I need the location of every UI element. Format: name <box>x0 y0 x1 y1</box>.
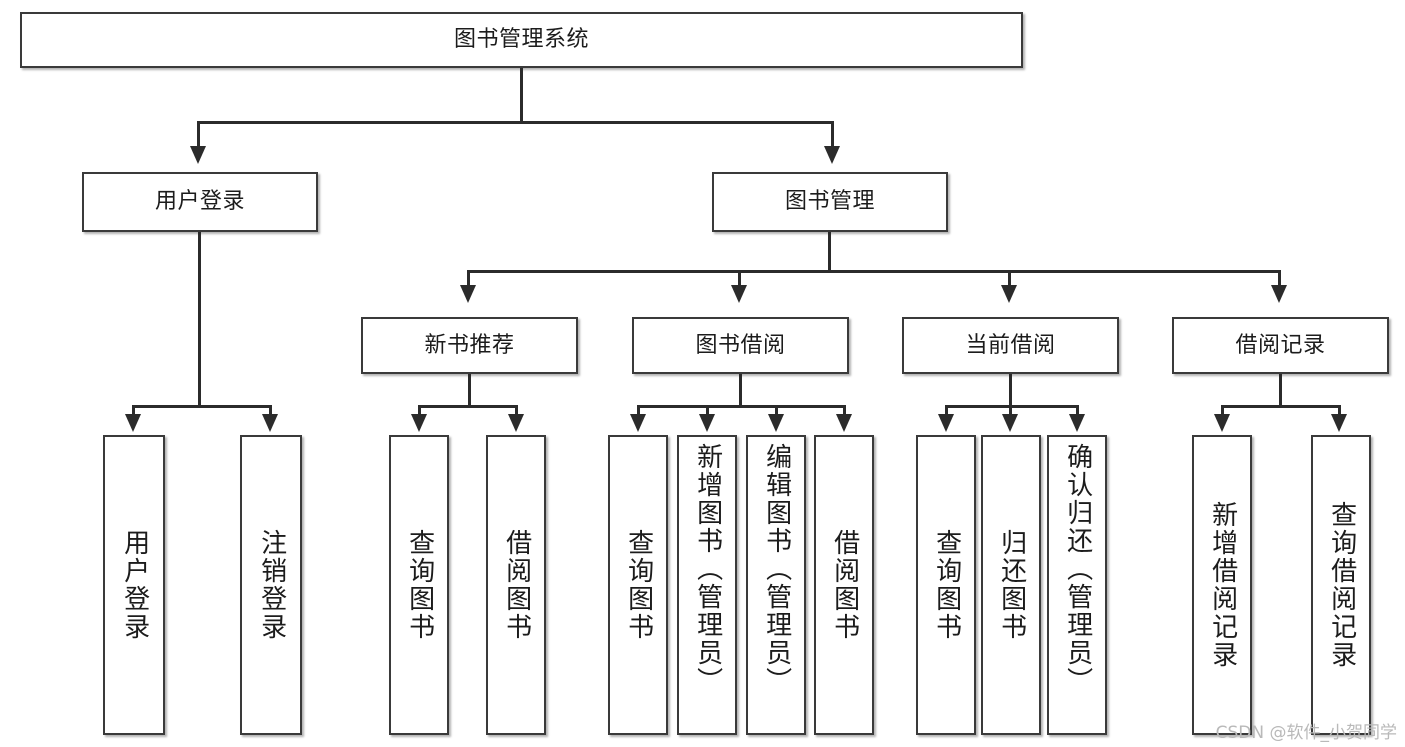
node-label: 新书推荐 <box>424 332 515 358</box>
connector-manage-to-newbook <box>467 270 470 286</box>
node-label: 查询借阅记录 <box>1326 501 1357 669</box>
node-label: 新增图书（管理员） <box>692 443 723 695</box>
connector-bookborrow-stem <box>739 374 742 405</box>
connector-login-to-leaf2 <box>269 405 272 415</box>
connector-currentborrow-to-leaf2 <box>1009 405 1012 415</box>
node-label: 借阅图书 <box>501 529 532 641</box>
arrow-bookborrow-to-leaf3 <box>768 414 784 432</box>
arrow-root-to-manage <box>824 146 840 164</box>
connector-borrowrecord-to-leaf2 <box>1338 405 1341 415</box>
connector-borrowrecord-stem <box>1279 374 1282 405</box>
connector-manage-to-record <box>1278 270 1281 286</box>
arrow-newbook-to-leaf1 <box>411 414 427 432</box>
arrow-borrowrecord-to-leaf2 <box>1331 414 1347 432</box>
connector-root-stem <box>520 68 523 121</box>
node-label: 借阅图书 <box>829 529 860 641</box>
leaf-user-login[interactable]: 用户登录 <box>103 435 165 735</box>
arrow-manage-to-record <box>1271 285 1287 303</box>
arrow-borrowrecord-to-leaf1 <box>1214 414 1230 432</box>
connector-bookborrow-to-leaf3 <box>775 405 778 415</box>
connector-manage-to-current <box>1008 270 1011 286</box>
node-label: 查询图书 <box>623 529 654 641</box>
leaf-newbook-borrow-book[interactable]: 借阅图书 <box>486 435 546 735</box>
leaf-currentborrow-query-book[interactable]: 查询图书 <box>916 435 976 735</box>
node-user-login[interactable]: 用户登录 <box>82 172 318 232</box>
connector-borrowrecord-to-leaf1 <box>1221 405 1224 415</box>
arrow-bookborrow-to-leaf1 <box>630 414 646 432</box>
connector-bookborrow-to-leaf4 <box>843 405 846 415</box>
node-label: 图书管理系统 <box>453 27 589 53</box>
connector-login-to-leaf1 <box>132 405 135 415</box>
connector-manage-stem <box>828 232 831 270</box>
node-label: 图书借阅 <box>695 332 786 358</box>
connector-currentborrow-to-leaf3 <box>1076 405 1079 415</box>
node-book-borrow[interactable]: 图书借阅 <box>632 317 849 374</box>
node-label: 编辑图书（管理员） <box>761 443 792 695</box>
node-label: 归还图书 <box>996 529 1027 641</box>
arrow-manage-to-newbook <box>460 285 476 303</box>
arrow-manage-to-current <box>1001 285 1017 303</box>
arrow-currentborrow-to-leaf1 <box>938 414 954 432</box>
connector-root-to-login <box>197 121 200 146</box>
node-new-book-recommend[interactable]: 新书推荐 <box>361 317 578 374</box>
leaf-logout[interactable]: 注销登录 <box>240 435 302 735</box>
leaf-borrowrecord-add-record[interactable]: 新增借阅记录 <box>1192 435 1252 735</box>
arrow-bookborrow-to-leaf4 <box>836 414 852 432</box>
node-label: 注销登录 <box>256 529 287 641</box>
arrow-bookborrow-to-leaf2 <box>699 414 715 432</box>
connector-bookborrow-to-leaf2 <box>706 405 709 415</box>
node-label: 当前借阅 <box>965 332 1056 358</box>
leaf-bookborrow-add-book-admin[interactable]: 新增图书（管理员） <box>677 435 737 735</box>
connector-root-to-manage <box>831 121 834 146</box>
connector-newbook-to-leaf2 <box>515 405 518 415</box>
node-label: 用户登录 <box>119 529 150 641</box>
connector-borrowrecord-bus <box>1221 405 1341 408</box>
leaf-bookborrow-query-book[interactable]: 查询图书 <box>608 435 668 735</box>
node-label: 借阅记录 <box>1235 332 1326 358</box>
node-label: 用户登录 <box>154 189 245 215</box>
connector-bookborrow-bus <box>637 405 845 408</box>
arrow-newbook-to-leaf2 <box>508 414 524 432</box>
connector-root-bus <box>197 121 834 124</box>
connector-currentborrow-stem <box>1009 374 1012 405</box>
leaf-currentborrow-confirm-return-admin[interactable]: 确认归还（管理员） <box>1047 435 1107 735</box>
leaf-borrowrecord-query-record[interactable]: 查询借阅记录 <box>1311 435 1371 735</box>
arrow-login-to-leaf1 <box>125 414 141 432</box>
arrow-manage-to-borrow <box>731 285 747 303</box>
leaf-bookborrow-borrow-book[interactable]: 借阅图书 <box>814 435 874 735</box>
connector-newbook-to-leaf1 <box>418 405 421 415</box>
node-label: 确认归还（管理员） <box>1062 443 1093 695</box>
connector-newbook-stem <box>468 374 471 405</box>
arrow-root-to-login <box>190 146 206 164</box>
node-label: 查询图书 <box>931 529 962 641</box>
leaf-newbook-query-book[interactable]: 查询图书 <box>389 435 449 735</box>
connector-currentborrow-to-leaf1 <box>945 405 948 415</box>
arrow-login-to-leaf2 <box>262 414 278 432</box>
connector-bookborrow-to-leaf1 <box>637 405 640 415</box>
node-label: 新增借阅记录 <box>1207 501 1238 669</box>
node-book-management[interactable]: 图书管理 <box>712 172 948 232</box>
arrow-currentborrow-to-leaf3 <box>1069 414 1085 432</box>
node-label: 图书管理 <box>784 189 875 215</box>
node-root-system[interactable]: 图书管理系统 <box>20 12 1023 68</box>
node-borrow-record[interactable]: 借阅记录 <box>1172 317 1389 374</box>
leaf-currentborrow-return-book[interactable]: 归还图书 <box>981 435 1041 735</box>
arrow-currentborrow-to-leaf2 <box>1002 414 1018 432</box>
connector-newbook-bus <box>418 405 518 408</box>
connector-login-bus <box>132 405 271 408</box>
connector-manage-bus <box>467 270 1281 273</box>
node-label: 查询图书 <box>404 529 435 641</box>
node-current-borrow[interactable]: 当前借阅 <box>902 317 1119 374</box>
connector-login-stem <box>198 232 201 405</box>
connector-manage-to-borrow <box>738 270 741 286</box>
leaf-bookborrow-edit-book-admin[interactable]: 编辑图书（管理员） <box>746 435 806 735</box>
connector-currentborrow-bus <box>945 405 1079 408</box>
